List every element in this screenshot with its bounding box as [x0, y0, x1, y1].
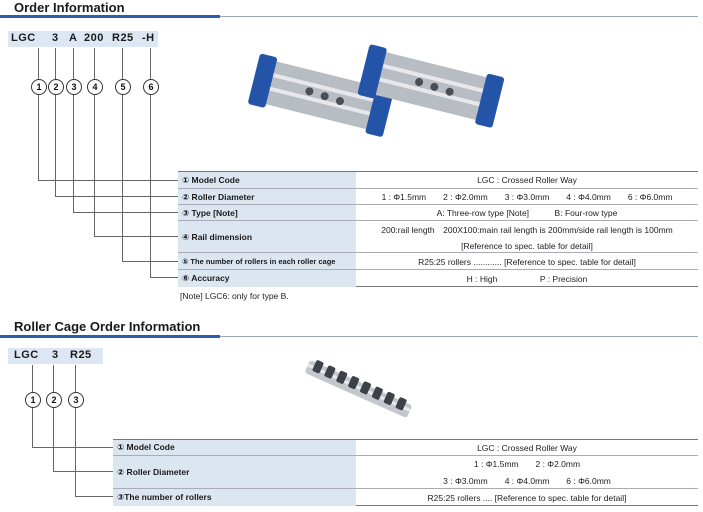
table-row: ③The number of rollers R25:25 rollers ..… [113, 488, 698, 506]
code-part-model: LGC [11, 32, 36, 44]
code-part-rollers: R25 [70, 349, 92, 361]
row-label: ② Roller Diameter [178, 189, 356, 205]
code-part-length: 200 [84, 32, 104, 44]
table-note: [Note] LGC6: only for type B. [180, 291, 289, 301]
circle-2: 2 [46, 392, 62, 408]
row-label: ③ Type [Note] [178, 205, 356, 221]
row-value: 1 : Φ1.5mm 2 : Φ2.0mm 3 : Φ3.0mm 4 : Φ4.… [356, 456, 698, 489]
row-label: ① Model Code [178, 172, 356, 188]
row-value: R25:25 rollers .... [Reference to spec. … [427, 492, 627, 503]
table-row: ③ Type [Note] A: Three-row type [Note] B… [178, 204, 698, 221]
leader-6-h [150, 277, 178, 278]
tick-4 [94, 48, 95, 79]
leader-1-v [38, 95, 39, 180]
row-value: 1 : Φ1.5mm 2 : Φ2.0mm 3 : Φ3.0mm 4 : Φ4.… [381, 192, 673, 202]
leader-1-h [38, 180, 178, 181]
row-value-line: 200:rail length 200X100:main rail length… [381, 224, 673, 235]
circle-4: 4 [87, 79, 103, 95]
leader-2-v [53, 408, 54, 471]
row-value-line: 3 : Φ3.0mm 4 : Φ4.0mm 6 : Φ6.0mm [443, 475, 611, 486]
cage-code-box [8, 348, 103, 364]
tick-3 [73, 48, 74, 79]
leader-3-h [73, 212, 178, 213]
row-value: A: Three-row type [Note] B: Four-row typ… [436, 208, 618, 218]
leader-2-v [55, 95, 56, 196]
code-part-type: A [69, 32, 78, 44]
leader-6-v [150, 95, 151, 277]
code-part-diameter: 3 [52, 349, 59, 361]
order-code-box [8, 31, 158, 47]
tick-3 [75, 365, 76, 392]
leader-4-h [94, 236, 178, 237]
tick-6 [150, 48, 151, 79]
row-value: H : High P : Precision [466, 273, 588, 284]
table-row: ① Model Code LGC : Crossed Roller Way [113, 440, 698, 455]
tick-1 [38, 48, 39, 79]
leader-2-h [53, 471, 113, 472]
title-underline [0, 335, 220, 338]
leader-5-v [122, 95, 123, 261]
row-value: LGC : Crossed Roller Way [477, 175, 577, 185]
title-rule [220, 336, 698, 337]
circle-2: 2 [48, 79, 64, 95]
row-label: ④ Rail dimension [178, 221, 356, 253]
leader-3-v [73, 95, 74, 212]
section-title-roller-cage: Roller Cage Order Information [14, 319, 201, 334]
leader-1-h [32, 447, 113, 448]
row-label: ⑥ Accuracy [178, 270, 356, 287]
code-part-rollers: R25 [112, 32, 134, 44]
crossed-roller-way-image [248, 44, 505, 137]
table-row: ② Roller Diameter 1 : Φ1.5mm 2 : Φ2.0mm … [178, 188, 698, 205]
leader-3-v [75, 408, 76, 496]
tick-1 [32, 365, 33, 392]
circle-1: 1 [25, 392, 41, 408]
table-row: ① Model Code LGC : Crossed Roller Way [178, 172, 698, 188]
title-rule [220, 16, 698, 17]
row-label: ① Model Code [113, 440, 356, 455]
title-underline [0, 15, 220, 18]
table-row: ② Roller Diameter 1 : Φ1.5mm 2 : Φ2.0mm … [113, 455, 698, 489]
circle-6: 6 [143, 79, 159, 95]
row-value: LGC : Crossed Roller Way [477, 442, 577, 453]
tick-2 [55, 48, 56, 79]
row-value: R25:25 rollers ............ [Reference t… [418, 256, 636, 267]
leader-1-v [32, 408, 33, 447]
leader-2-h [55, 196, 178, 197]
circle-5: 5 [115, 79, 131, 95]
code-part-accuracy: -H [142, 32, 155, 44]
row-label: ③The number of rollers [113, 489, 356, 506]
section-title-order: Order Information [14, 0, 125, 15]
row-value-line: 1 : Φ1.5mm 2 : Φ2.0mm [473, 459, 581, 470]
row-label: ⑤ The number of rollers in each roller c… [178, 253, 356, 270]
leader-4-v [94, 95, 95, 236]
code-part-diameter: 3 [52, 32, 59, 44]
circle-1: 1 [31, 79, 47, 95]
circle-3: 3 [66, 79, 82, 95]
cage-spec-table: ① Model Code LGC : Crossed Roller Way ② … [113, 439, 698, 506]
row-value-line: [Reference to spec. table for detail] [461, 240, 593, 251]
table-row: ④ Rail dimension 200:rail length 200X100… [178, 220, 698, 253]
row-label: ② Roller Diameter [113, 456, 356, 489]
table-row: ⑤ The number of rollers in each roller c… [178, 252, 698, 270]
circle-3: 3 [68, 392, 84, 408]
order-spec-table: ① Model Code LGC : Crossed Roller Way ② … [178, 171, 698, 287]
tick-5 [122, 48, 123, 79]
table-row: ⑥ Accuracy H : High P : Precision [178, 269, 698, 287]
tick-2 [53, 365, 54, 392]
row-value: 200:rail length 200X100:main rail length… [356, 221, 698, 253]
roller-cage-image [305, 360, 412, 418]
code-part-model: LGC [14, 349, 39, 361]
leader-3-h [75, 496, 113, 497]
